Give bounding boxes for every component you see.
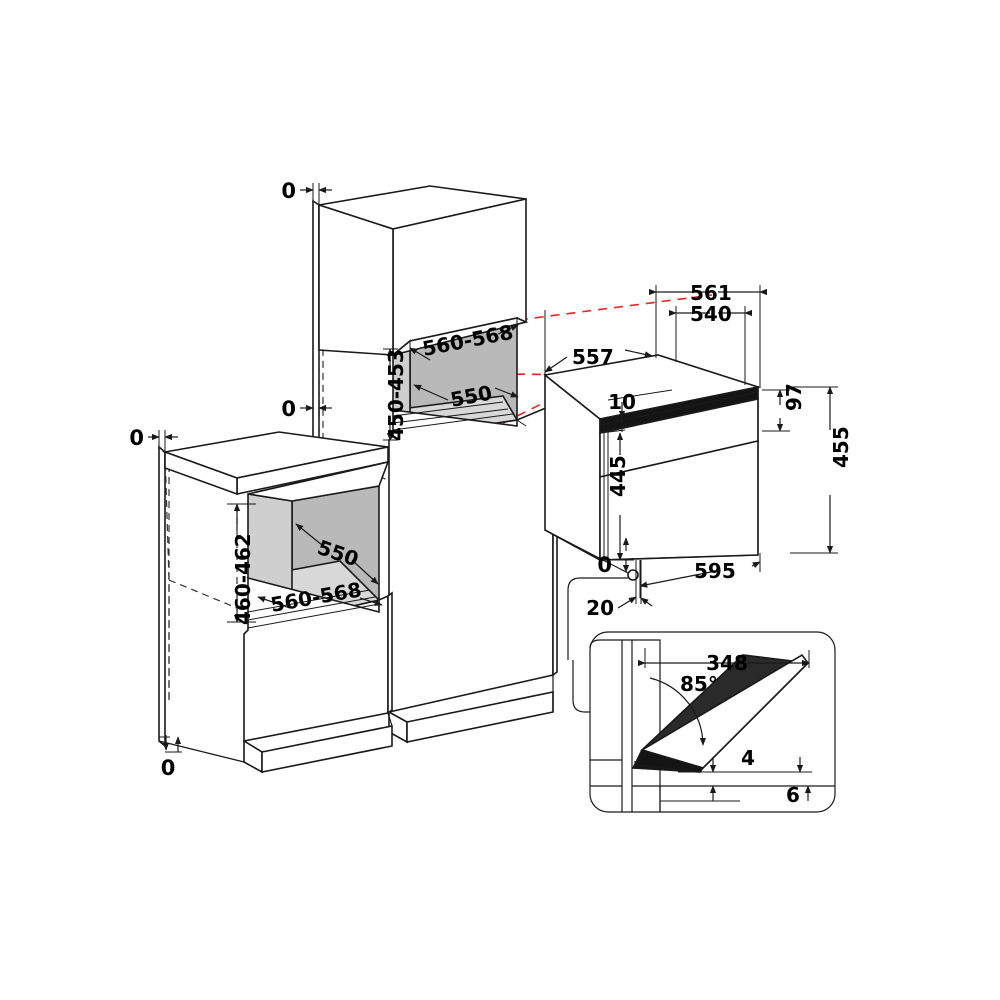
door-detail-callout <box>567 577 836 813</box>
tall-cabinet <box>312 185 558 744</box>
oven-appliance <box>543 354 762 581</box>
uc-niche-ceiling <box>247 460 390 502</box>
label-445: 445 <box>606 455 630 497</box>
label-595: 595 <box>694 559 736 583</box>
label-348: 348 <box>706 651 748 675</box>
label-zero-uc-bottom: 0 <box>161 756 176 780</box>
label-10: 10 <box>608 390 636 414</box>
label-557: 557 <box>572 345 614 369</box>
tall-cabinet-upper-left-face <box>318 203 394 356</box>
dimension-annotations <box>148 183 838 753</box>
label-4: 4 <box>741 746 755 770</box>
label-6: 6 <box>786 783 800 807</box>
uc-plinth-left <box>243 739 263 774</box>
uc-cabinet-lower-right-edge <box>387 591 393 715</box>
label-zero-tall-top: 0 <box>281 179 296 203</box>
label-20: 20 <box>586 596 614 620</box>
label-zero-oven: 0 <box>597 553 612 577</box>
uc-cabinet-top-left-face <box>164 450 238 496</box>
label-561: 561 <box>690 281 732 305</box>
label-450-453: 450-453 <box>384 349 408 441</box>
label-97: 97 <box>782 383 806 411</box>
tall-cabinet-lower-front <box>388 403 554 714</box>
label-85-degrees: 85° <box>680 672 718 696</box>
label-zero-uc-top: 0 <box>129 426 144 450</box>
label-460-462: 460-462 <box>231 533 255 625</box>
detail-box-frame <box>589 631 836 813</box>
uc-cabinet-left-panel <box>158 445 166 748</box>
label-zero-tall-mid: 0 <box>281 397 296 421</box>
uc-plinth-front <box>261 725 393 773</box>
label-540: 540 <box>690 302 732 326</box>
label-455: 455 <box>829 426 853 468</box>
